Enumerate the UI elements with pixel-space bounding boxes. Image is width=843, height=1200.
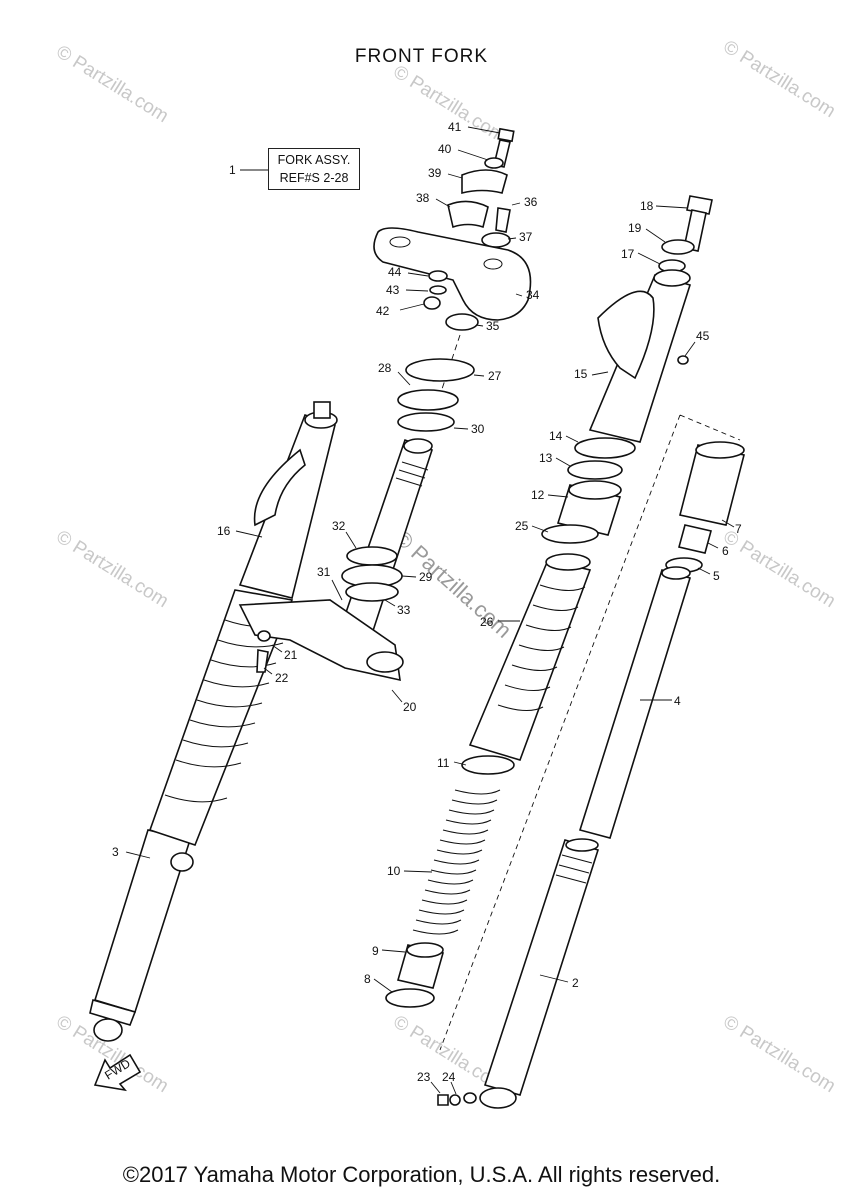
part-label-25: 25	[515, 519, 529, 533]
part-label-4: 4	[674, 694, 681, 708]
part-label-21: 21	[284, 648, 298, 662]
left-fork-leg	[89, 401, 338, 1042]
part-label-23: 23	[417, 1070, 431, 1084]
fork-spring	[412, 789, 501, 935]
part-number-labels: 1 41 40 39 38 36 37 44 43 42 34 35 28 27…	[112, 120, 742, 1095]
part-label-29: 29	[419, 570, 433, 584]
part-label-10: 10	[387, 864, 401, 878]
part-label-31: 31	[317, 565, 331, 579]
part-label-1: 1	[229, 163, 236, 177]
part-label-15: 15	[574, 367, 588, 381]
part-label-9: 9	[372, 944, 379, 958]
part-label-8: 8	[364, 972, 371, 986]
part-label-16: 16	[217, 524, 231, 538]
part-label-39: 39	[428, 166, 442, 180]
part-label-40: 40	[438, 142, 452, 156]
watermark-top-left: © Partzilla.com	[52, 41, 172, 127]
steering-stem	[238, 438, 433, 682]
callout-line-2: REF#S 2-28	[279, 171, 349, 185]
upper-bearing-set	[397, 358, 475, 432]
part-label-18: 18	[640, 199, 654, 213]
part-label-45: 45	[696, 329, 710, 343]
callout-line-1: FORK ASSY.	[277, 153, 351, 167]
watermark-top-right: © Partzilla.com	[719, 36, 839, 122]
part-label-43: 43	[386, 283, 400, 297]
top-bracket	[373, 127, 532, 396]
part-label-32: 32	[332, 519, 346, 533]
part-label-5: 5	[713, 569, 720, 583]
watermark-center: © Partzilla.com	[390, 525, 517, 643]
part-label-11: 11	[437, 756, 450, 770]
part-label-28: 28	[378, 361, 392, 375]
part-label-30: 30	[471, 422, 485, 436]
part-label-20: 20	[403, 700, 417, 714]
part-label-44: 44	[388, 265, 402, 279]
part-label-7: 7	[735, 522, 742, 536]
right-fork-exploded	[385, 195, 745, 1109]
part-label-38: 38	[416, 191, 430, 205]
fork-assy-callout: FORK ASSY. REF#S 2-28	[268, 148, 360, 190]
watermark-mid-right: © Partzilla.com	[719, 526, 839, 612]
part-label-26: 26	[480, 615, 494, 629]
part-label-34: 34	[526, 288, 540, 302]
part-label-27: 27	[488, 369, 502, 383]
part-label-42: 42	[376, 304, 390, 318]
part-label-13: 13	[539, 451, 553, 465]
part-label-22: 22	[275, 671, 289, 685]
copyright-footer: ©2017 Yamaha Motor Corporation, U.S.A. A…	[122, 1162, 721, 1187]
part-label-2: 2	[572, 976, 579, 990]
diagram-title: FRONT FORK	[354, 46, 489, 67]
part-label-14: 14	[549, 429, 563, 443]
fwd-arrow: FWD	[93, 1053, 142, 1092]
part-label-37: 37	[519, 230, 533, 244]
part-label-3: 3	[112, 845, 119, 859]
part-label-17: 17	[621, 247, 635, 261]
watermark-mid-left: © Partzilla.com	[52, 526, 172, 612]
part-label-6: 6	[722, 544, 729, 558]
part-label-41: 41	[448, 120, 462, 134]
watermark-layer: © Partzilla.com © Partzilla.com © Partzi…	[52, 36, 839, 1097]
part-label-24: 24	[442, 1070, 456, 1084]
watermark-bottom-right: © Partzilla.com	[719, 1011, 839, 1097]
part-label-36: 36	[524, 195, 538, 209]
part-label-35: 35	[486, 319, 500, 333]
part-label-33: 33	[397, 603, 411, 617]
watermark-top-mid: © Partzilla.com	[389, 61, 509, 147]
part-label-19: 19	[628, 221, 642, 235]
part-label-12: 12	[531, 488, 545, 502]
